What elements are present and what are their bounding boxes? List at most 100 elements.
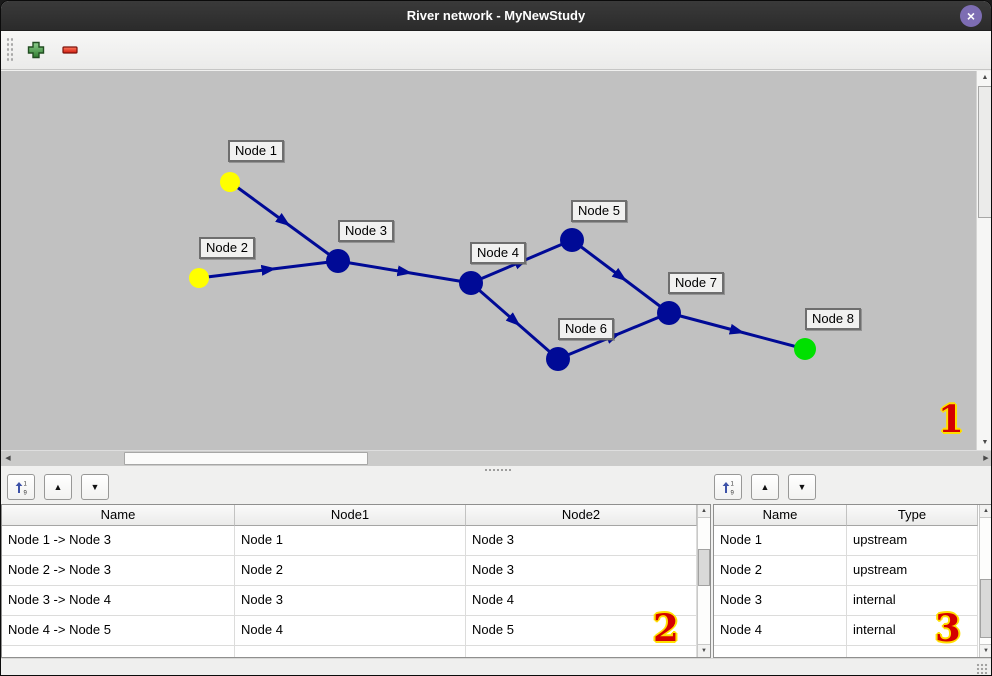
vertical-scrollbar-thumb[interactable] (978, 86, 991, 218)
close-icon: × (966, 8, 976, 24)
column-header[interactable]: Name (714, 505, 847, 526)
table-cell: upstream (847, 526, 978, 556)
node-label[interactable]: Node 4 (470, 242, 526, 264)
table-row[interactable] (714, 646, 991, 657)
close-button[interactable]: × (960, 5, 982, 27)
scrollbar-thumb[interactable] (980, 579, 991, 638)
node-label[interactable]: Node 8 (805, 308, 861, 330)
svg-text:9: 9 (731, 490, 735, 496)
nodes-pane-controls: 1 9 ▲ ▼ (714, 474, 816, 500)
table-cell: Node 3 (235, 586, 466, 616)
river-link[interactable] (198, 259, 339, 280)
table-cell: Node 1 (235, 526, 466, 556)
scroll-up-button[interactable]: ▲ (981, 74, 989, 81)
annotation-mark-3: 3 (935, 606, 961, 650)
river-link[interactable] (229, 180, 339, 263)
column-header[interactable]: Node1 (235, 505, 466, 526)
river-link[interactable] (337, 259, 472, 285)
column-header[interactable]: Type (847, 505, 978, 526)
table-cell: Node 2 (235, 556, 466, 586)
horizontal-scrollbar-thumb[interactable] (124, 452, 368, 465)
river-node[interactable] (459, 271, 483, 295)
node-label[interactable]: Node 7 (668, 272, 724, 294)
toolbar-drag-handle[interactable] (6, 37, 13, 63)
resize-grip[interactable] (976, 663, 988, 674)
move-down-icon: ▼ (90, 482, 100, 492)
links-move-up-button[interactable]: ▲ (44, 474, 72, 500)
nodes-sort-button[interactable]: 1 9 (714, 474, 742, 500)
table-cell: Node 5 (466, 616, 697, 646)
river-node[interactable] (326, 249, 350, 273)
scroll-down-button[interactable]: ▼ (981, 439, 989, 446)
scroll-left-button[interactable]: ◀ (5, 455, 11, 462)
remove-minus-icon (62, 46, 78, 54)
annotation-mark-1: 1 (938, 397, 964, 441)
scroll-up-button[interactable]: ▲ (698, 505, 710, 518)
status-bar (1, 658, 991, 675)
links-sort-button[interactable]: 1 9 (7, 474, 35, 500)
pane-splitter-handle[interactable] (485, 469, 511, 472)
column-header[interactable]: Node2 (466, 505, 697, 526)
node-label[interactable]: Node 2 (199, 237, 255, 259)
table-cell: internal (847, 616, 978, 646)
table-cell: Node 3 (466, 526, 697, 556)
node-label[interactable]: Node 6 (558, 318, 614, 340)
scroll-up-button[interactable]: ▲ (980, 505, 991, 518)
scroll-down-button[interactable]: ▼ (980, 644, 991, 657)
links-table-scrollbar[interactable]: ▲ ▼ (697, 505, 710, 657)
scroll-down-button[interactable]: ▼ (698, 644, 710, 657)
table-cell: Node 1 (714, 526, 847, 556)
add-plus-icon (27, 41, 45, 59)
table-row[interactable] (2, 646, 710, 657)
canvas-vertical-scrollbar[interactable]: ▲ ▼ (976, 71, 991, 450)
table-cell: internal (847, 586, 978, 616)
table-cell: Node 4 (466, 586, 697, 616)
node-label[interactable]: Node 1 (228, 140, 284, 162)
annotation-mark-2: 2 (653, 606, 679, 650)
table-cell (847, 646, 978, 657)
links-move-down-button[interactable]: ▼ (81, 474, 109, 500)
river-link[interactable] (668, 311, 806, 351)
add-button[interactable] (23, 37, 49, 63)
river-node[interactable] (220, 172, 240, 192)
table-cell: Node 1 -> Node 3 (2, 526, 235, 556)
river-node[interactable] (189, 268, 209, 288)
titlebar[interactable]: River network - MyNewStudy × (1, 1, 991, 31)
table-cell (235, 646, 466, 657)
column-header[interactable]: Name (2, 505, 235, 526)
table-cell: Node 4 (235, 616, 466, 646)
svg-text:1: 1 (24, 481, 28, 487)
scrollbar-thumb[interactable] (698, 549, 710, 586)
table-cell: Node 4 (714, 616, 847, 646)
sort-icon: 1 9 (15, 481, 28, 496)
nodes-move-up-button[interactable]: ▲ (751, 474, 779, 500)
svg-text:9: 9 (24, 490, 28, 496)
river-node[interactable] (657, 301, 681, 325)
network-canvas[interactable]: Node 1 Node 2 Node 3 Node 4 Node 5 Node 6 Node… (1, 71, 976, 450)
nodes-move-down-button[interactable]: ▼ (788, 474, 816, 500)
nodes-table-scrollbar[interactable]: ▲ ▼ (979, 505, 991, 657)
river-node[interactable] (794, 338, 816, 360)
scroll-right-button[interactable]: ▶ (983, 455, 989, 462)
river-node[interactable] (560, 228, 584, 252)
river-link[interactable] (470, 281, 559, 361)
move-up-icon: ▲ (760, 482, 770, 492)
river-link[interactable] (571, 238, 670, 315)
window-title: River network - MyNewStudy (406, 8, 586, 23)
river-node[interactable] (546, 347, 570, 371)
canvas-horizontal-scrollbar[interactable]: ◀ ▶ (1, 450, 991, 466)
node-label[interactable]: Node 3 (338, 220, 394, 242)
node-label[interactable]: Node 5 (571, 200, 627, 222)
remove-button[interactable] (57, 37, 83, 63)
